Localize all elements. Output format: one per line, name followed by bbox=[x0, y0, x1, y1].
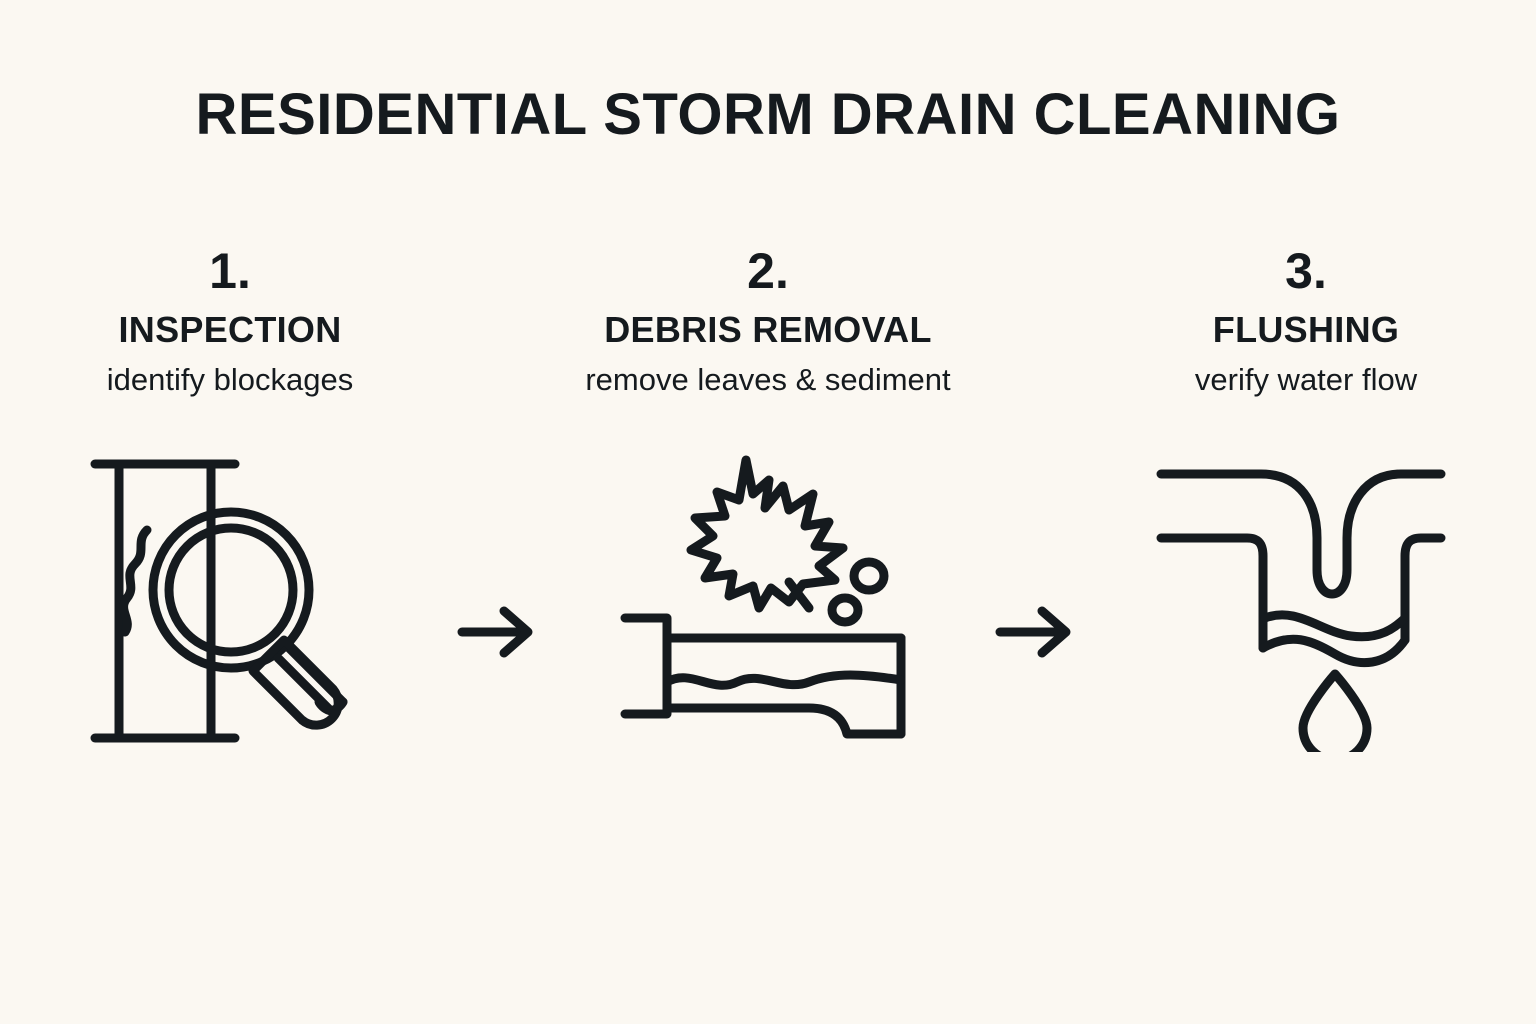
arrow-right-icon bbox=[995, 606, 1071, 658]
step-number: 3. bbox=[1285, 243, 1327, 299]
leaf-gutter-icon bbox=[608, 437, 928, 757]
arrow-right-icon bbox=[457, 606, 533, 658]
step-title: FLUSHING bbox=[1212, 309, 1400, 350]
arrow-connector-1 bbox=[440, 246, 558, 660]
step-title: DEBRIS REMOVAL bbox=[604, 309, 932, 350]
step-number: 2. bbox=[747, 243, 789, 299]
step-title: INSPECTION bbox=[118, 309, 342, 350]
step-caption: verify water flow bbox=[1194, 362, 1418, 397]
step-caption: identify blockages bbox=[106, 362, 354, 397]
step-debris-removal: 2. DEBRIS REMOVAL remove leaves & sedime… bbox=[558, 246, 978, 757]
pipe-magnifier-icon bbox=[70, 437, 390, 757]
step-caption: remove leaves & sediment bbox=[585, 362, 951, 397]
step-number: 1. bbox=[209, 243, 251, 299]
step-inspection: 1. INSPECTION identify blockages bbox=[20, 246, 440, 757]
steps-row: 1. INSPECTION identify blockages bbox=[0, 246, 1536, 757]
page-title: RESIDENTIAL STORM DRAIN CLEANING bbox=[195, 82, 1341, 147]
step-flushing: 3. FLUSHING verify water flow bbox=[1096, 246, 1516, 757]
arrow-connector-2 bbox=[978, 246, 1096, 660]
drain-water-droplet-icon bbox=[1146, 437, 1466, 757]
